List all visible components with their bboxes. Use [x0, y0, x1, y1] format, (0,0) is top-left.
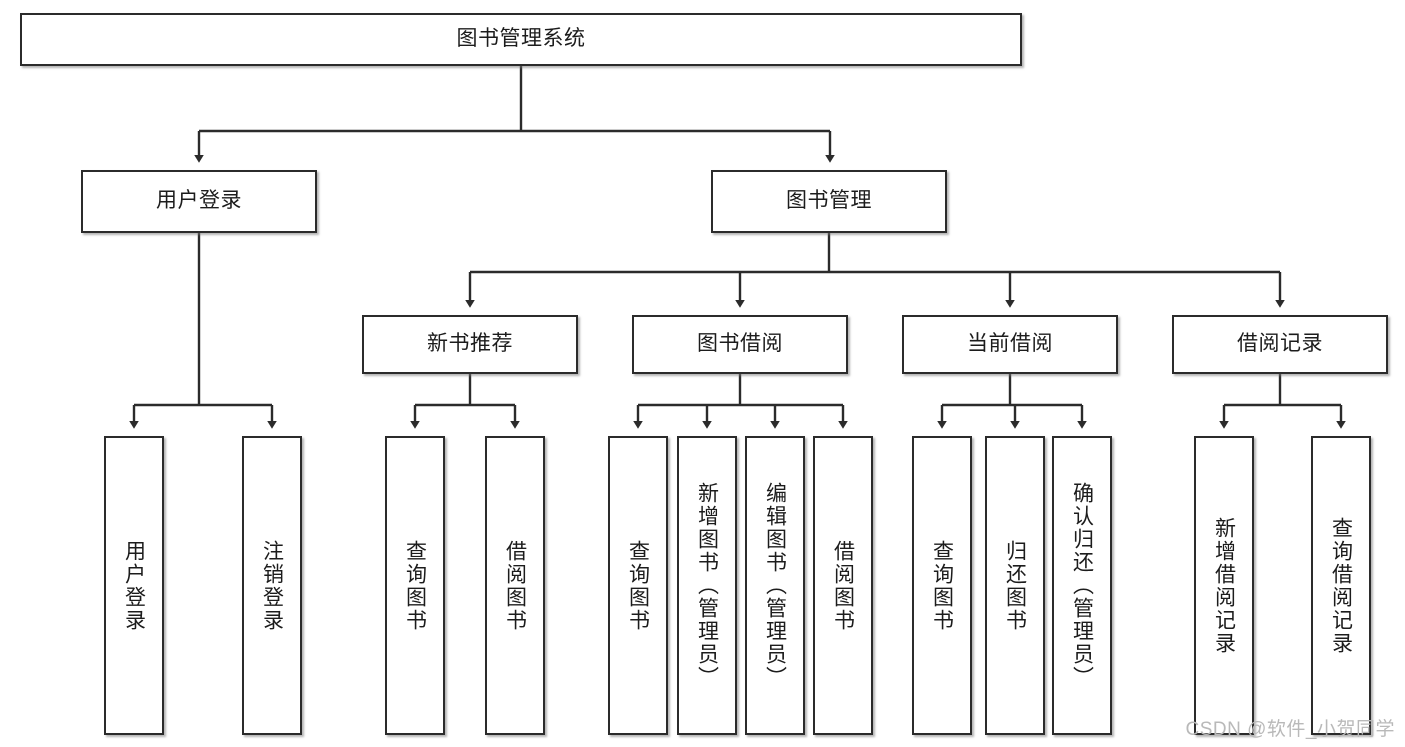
node-leaf-query-record-label: 查询借阅记录	[1329, 516, 1353, 655]
node-leaf-query-book-rec-label: 查询图书	[403, 539, 427, 632]
node-leaf-borrow-book-label: 借阅图书	[831, 539, 855, 632]
node-leaf-user-login[interactable]: 用户登录	[104, 436, 164, 735]
node-leaf-add-record[interactable]: 新增借阅记录	[1194, 436, 1254, 735]
node-borrow-record[interactable]: 借阅记录	[1172, 315, 1388, 374]
node-leaf-edit-book-label: 编辑图书（管理员）	[763, 482, 787, 689]
node-root-label: 图书管理系统	[456, 27, 586, 51]
node-root[interactable]: 图书管理系统	[20, 13, 1022, 66]
node-current-borrow-label: 当前借阅	[967, 332, 1053, 356]
node-new-book-recommend[interactable]: 新书推荐	[362, 315, 578, 374]
node-user-login[interactable]: 用户登录	[81, 170, 317, 233]
node-leaf-confirm-return[interactable]: 确认归还（管理员）	[1052, 436, 1112, 735]
node-leaf-add-record-label: 新增借阅记录	[1212, 516, 1236, 655]
node-leaf-borrow-book-rec[interactable]: 借阅图书	[485, 436, 545, 735]
node-user-login-label: 用户登录	[156, 189, 242, 213]
node-leaf-confirm-return-label: 确认归还（管理员）	[1070, 482, 1094, 689]
node-leaf-borrow-book-rec-label: 借阅图书	[503, 539, 527, 632]
node-leaf-logout-label: 注销登录	[260, 539, 284, 632]
node-current-borrow[interactable]: 当前借阅	[902, 315, 1118, 374]
node-leaf-add-book-label: 新增图书（管理员）	[695, 482, 719, 689]
node-leaf-user-login-label: 用户登录	[122, 539, 146, 632]
node-book-borrow[interactable]: 图书借阅	[632, 315, 848, 374]
node-leaf-borrow-book[interactable]: 借阅图书	[813, 436, 873, 735]
node-borrow-record-label: 借阅记录	[1237, 332, 1323, 356]
node-leaf-return-book[interactable]: 归还图书	[985, 436, 1045, 735]
node-leaf-edit-book[interactable]: 编辑图书（管理员）	[745, 436, 805, 735]
node-leaf-query-book-cur[interactable]: 查询图书	[912, 436, 972, 735]
node-leaf-add-book[interactable]: 新增图书（管理员）	[677, 436, 737, 735]
node-leaf-query-book-rec[interactable]: 查询图书	[385, 436, 445, 735]
node-leaf-query-book-cur-label: 查询图书	[930, 539, 954, 632]
node-leaf-query-record[interactable]: 查询借阅记录	[1311, 436, 1371, 735]
node-leaf-query-book-borrow-label: 查询图书	[626, 539, 650, 632]
node-book-manage-label: 图书管理	[786, 189, 872, 213]
node-leaf-return-book-label: 归还图书	[1003, 539, 1027, 632]
node-new-book-recommend-label: 新书推荐	[427, 332, 513, 356]
node-book-borrow-label: 图书借阅	[697, 332, 783, 356]
node-book-manage[interactable]: 图书管理	[711, 170, 947, 233]
node-leaf-logout[interactable]: 注销登录	[242, 436, 302, 735]
node-leaf-query-book-borrow[interactable]: 查询图书	[608, 436, 668, 735]
